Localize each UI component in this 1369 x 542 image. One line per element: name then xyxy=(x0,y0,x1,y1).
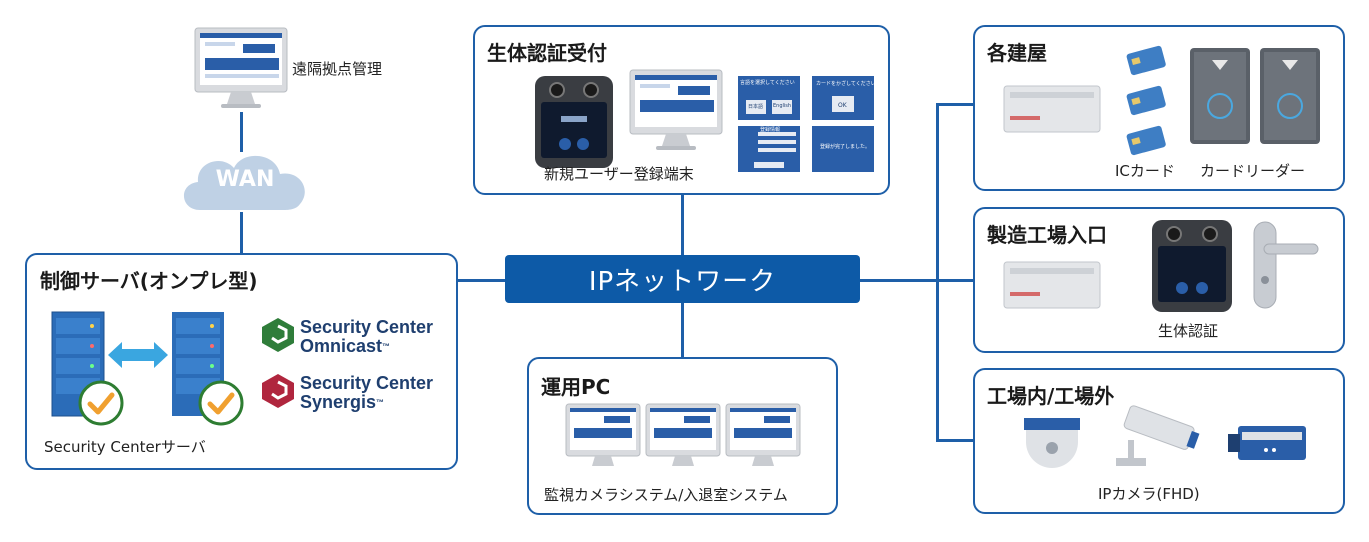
server-rack-icon xyxy=(51,311,105,417)
ic-card-caption: ICカード xyxy=(1115,162,1175,180)
bus-to-entrance-line xyxy=(936,279,974,282)
card-reader-caption: カードリーダー xyxy=(1200,162,1306,180)
server-to-network-line xyxy=(458,279,506,282)
right-bus-line xyxy=(936,103,939,441)
sync-arrow-icon xyxy=(108,342,168,368)
screen-btn-ok: OK xyxy=(838,102,847,109)
biometric-reception-caption: 新規ユーザー登録端末 xyxy=(544,165,694,183)
server-rack-icon xyxy=(172,312,224,416)
factory-entrance-title: 製造工場入口 xyxy=(987,223,1107,247)
controller-unit-icon xyxy=(1003,85,1101,133)
synergis-logo-icon xyxy=(262,374,294,408)
omnicast-line2: Omnicast xyxy=(300,336,383,356)
remote-monitor-icon xyxy=(194,27,288,108)
screen-text-3: 登録情報 xyxy=(760,127,781,133)
screen-text-1: 言語を選択してください xyxy=(740,80,795,86)
check-icon xyxy=(198,380,244,426)
bus-to-cameras-line xyxy=(936,439,974,442)
check-icon xyxy=(78,380,124,426)
server-caption: Security Centerサーバ xyxy=(44,438,206,456)
synergis-line2: Synergis xyxy=(300,392,377,412)
ip-network-bar: IPネットワーク xyxy=(505,255,860,303)
synergis-line1: Security Center xyxy=(300,373,434,393)
network-to-right-line xyxy=(860,279,938,282)
ip-camera-caption: IPカメラ(FHD) xyxy=(1098,485,1200,503)
pc-to-network-line xyxy=(681,303,684,359)
screen-btn-en: English xyxy=(773,103,792,109)
screen-btn-ja: 日本語 xyxy=(748,104,764,110)
biometric-reception-title: 生体認証受付 xyxy=(487,41,607,65)
pc-monitor-icon xyxy=(725,403,801,466)
pc-monitor-icon xyxy=(565,403,641,466)
screen-text-2: カードをかざしてください xyxy=(816,81,876,87)
factory-cameras-title: 工場内/工場外 xyxy=(987,384,1115,408)
operation-pc-title: 運用PC xyxy=(541,375,611,399)
face-terminal-icon xyxy=(1152,220,1232,312)
onprem-server-title: 制御サーバ(オンプレ型) xyxy=(40,269,258,293)
synergis-brand: Security Center Synergis™ xyxy=(300,374,433,412)
ic-card-icon xyxy=(1126,45,1166,156)
bus-to-buildings-line xyxy=(936,103,974,106)
controller-unit-icon xyxy=(1003,261,1101,309)
buildings-title: 各建屋 xyxy=(987,41,1047,65)
bullet-camera-icon xyxy=(1116,405,1200,466)
pc-monitor-icon xyxy=(645,403,721,466)
wan-to-server-line xyxy=(240,212,243,254)
biometric-caption: 生体認証 xyxy=(1158,322,1219,340)
omnicast-tm: ™ xyxy=(382,342,391,351)
registration-screens xyxy=(738,76,874,172)
door-handle-icon xyxy=(1253,221,1319,309)
screen-text-4: 登録が完了しました。 xyxy=(820,144,871,150)
remote-to-wan-line xyxy=(240,112,243,152)
remote-label: 遠隔拠点管理 xyxy=(292,60,383,78)
card-reader-icon xyxy=(1260,48,1320,144)
wan-label: WAN xyxy=(215,167,275,192)
wan-cloud-icon xyxy=(183,155,305,210)
operation-pc-caption: 監視カメラシステム/入退室システム xyxy=(544,486,788,504)
onprem-server-box: 制御サーバ(オンプレ型) xyxy=(25,253,458,470)
dome-camera-icon xyxy=(1024,418,1080,468)
card-reader-icon xyxy=(1190,48,1250,144)
box-camera-icon xyxy=(1228,426,1306,460)
registration-monitor-icon xyxy=(629,69,723,150)
synergis-tm: ™ xyxy=(376,398,385,407)
omnicast-line1: Security Center xyxy=(300,317,434,337)
face-terminal-icon xyxy=(535,76,613,168)
omnicast-logo-icon xyxy=(262,318,294,352)
reception-to-network-line xyxy=(681,194,684,256)
omnicast-brand: Security Center Omnicast™ xyxy=(300,318,433,356)
